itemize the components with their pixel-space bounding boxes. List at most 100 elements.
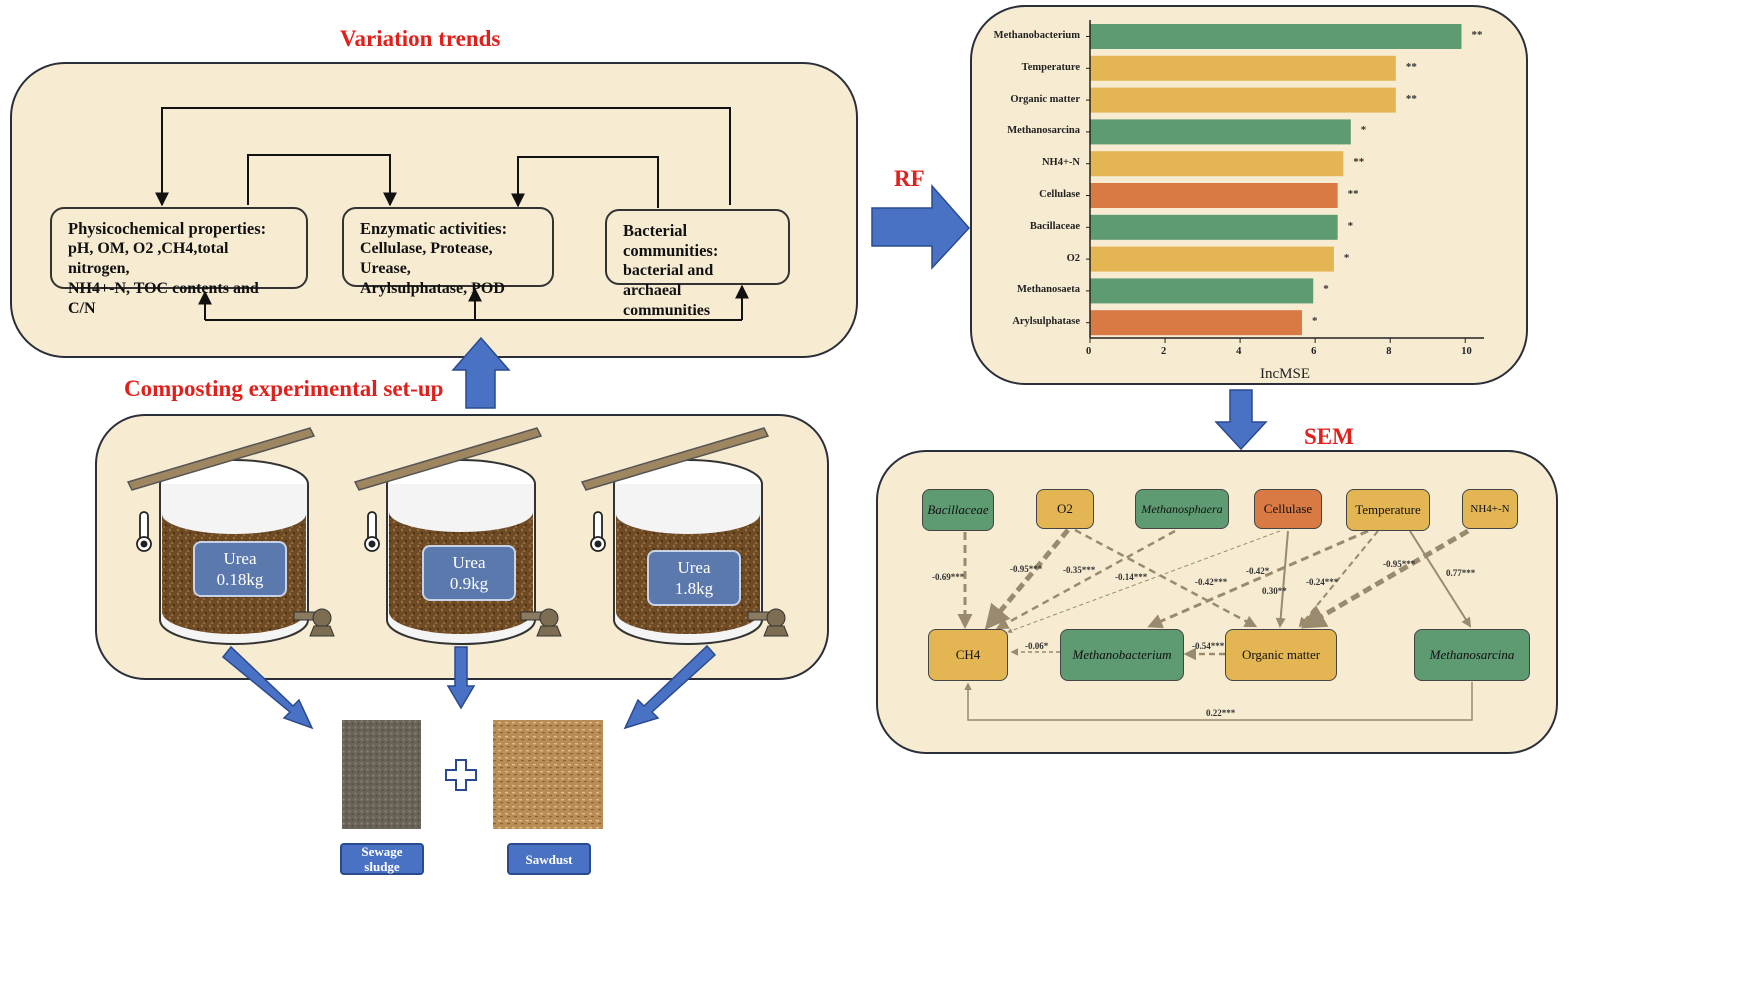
connector-bacteria-enzyme xyxy=(511,156,659,208)
rf-bar-9 xyxy=(1090,310,1303,336)
coef-mb-ch4: -0.06* xyxy=(1025,641,1049,651)
rf-category-label: Arylsulphatase xyxy=(1012,316,1080,328)
rf-significance-label: * xyxy=(1360,124,1367,137)
rf-category-label: O2 xyxy=(1066,252,1080,264)
path-temp-mb xyxy=(1147,529,1369,629)
bacteria-line2: bacterial and archaeal xyxy=(623,262,714,299)
thermometer-icon xyxy=(364,511,380,552)
coef-om-mb: -0.54*** xyxy=(1192,641,1225,651)
physico-line2: pH, OM, O2 ,CH4,total nitrogen, xyxy=(68,240,229,277)
rf-xlabel: IncMSE xyxy=(1260,366,1310,382)
sem-node-o2: O2 xyxy=(1036,489,1094,529)
coef-temp-ms: 0.77*** xyxy=(1446,568,1476,578)
rf-xtick-label: 4 xyxy=(1236,346,1242,357)
path-nh4-om xyxy=(1300,528,1470,629)
rf-category-label: Bacillaceae xyxy=(1029,220,1080,232)
rf-xtick-label: 8 xyxy=(1386,346,1392,357)
bacterial-box: Bacterial communities: bacterial and arc… xyxy=(605,209,790,319)
sawdust-image xyxy=(493,720,603,829)
sem-node-methanobacterium: Methanobacterium xyxy=(1060,629,1184,681)
variation-trends-title: Variation trends xyxy=(340,26,501,51)
rf-significance-label: * xyxy=(1347,219,1354,232)
rf-significance-label: ** xyxy=(1471,29,1483,41)
rf-category-label: Temperature xyxy=(1021,61,1080,73)
thermometer-icon xyxy=(590,511,606,552)
sem-node-bacillaceae: Bacillaceae xyxy=(922,489,994,531)
enzyme-line2: Cellulase, Protease, Urease, xyxy=(360,240,493,277)
rf-category-label: Methanosaeta xyxy=(1017,284,1080,296)
rf-to-sem-arrow xyxy=(1214,389,1268,451)
sawdust-label: Sawdust xyxy=(507,843,591,875)
path-o2-om xyxy=(1074,528,1258,628)
path-cel-om xyxy=(1275,530,1289,628)
sem-node-temperature: Temperature xyxy=(1346,489,1430,531)
rf-category-label: Organic matter xyxy=(1010,93,1080,105)
path-msph-ch4 xyxy=(995,529,1176,630)
plus-icon xyxy=(445,759,477,791)
sewage-sludge-label: Sewage sludge xyxy=(340,843,424,875)
rf-bar-8 xyxy=(1090,278,1314,304)
coef-msph-ch4: -0.35*** xyxy=(1063,565,1096,575)
reactor1-arrow xyxy=(221,645,314,730)
rf-bar-4 xyxy=(1090,151,1344,177)
up-arrow xyxy=(451,336,511,409)
rf-bar-2 xyxy=(1090,87,1396,113)
rf-xtick-label: 10 xyxy=(1461,346,1472,357)
coef-o2-ch4: -0.95*** xyxy=(1010,564,1043,574)
rf-xtick-label: 0 xyxy=(1086,346,1092,357)
enzyme-line3: Arylsulphatase, POD xyxy=(360,280,505,297)
coef-nh4-om: -0.95*** xyxy=(1383,559,1416,569)
coef-ms-ch4: 0.22*** xyxy=(1206,708,1236,718)
rf-category-label: NH4+-N xyxy=(1041,157,1080,169)
rf-significance-label: ** xyxy=(1405,60,1417,73)
path-cel-ch4 xyxy=(1007,530,1281,633)
sem-title: SEM xyxy=(1304,424,1354,449)
physicochemical-box: Physicochemical properties: pH, OM, O2 ,… xyxy=(50,207,308,317)
sem-node-nh4: NH4+-N xyxy=(1462,489,1518,529)
rf-significance-label: ** xyxy=(1405,92,1417,105)
rf-category-label: Cellulase xyxy=(1039,189,1080,200)
rf-category-label: Methanosarcina xyxy=(1007,125,1080,137)
connector-physico-enzyme xyxy=(247,154,397,207)
connector-physico-bacteria xyxy=(155,107,731,207)
reactor2-arrow xyxy=(446,646,476,710)
sem-node-organic-matter: Organic matter xyxy=(1225,629,1337,681)
rf-xtick-label: 2 xyxy=(1161,346,1167,357)
rf-bar-0 xyxy=(1090,24,1462,49)
sem-node-methanosarcina: Methanosarcina xyxy=(1414,629,1530,681)
rf-title: RF xyxy=(894,166,925,191)
rf-bar-5 xyxy=(1090,183,1338,208)
coef-cel-om: 0.30** xyxy=(1262,586,1287,596)
rf-significance-label: ** xyxy=(1347,188,1359,200)
coef-temp-mb: -0.42* xyxy=(1246,566,1270,576)
sem-node-cellulase: Cellulase xyxy=(1254,489,1322,529)
rf-significance-label: * xyxy=(1323,283,1329,296)
rf-significance-label: * xyxy=(1343,251,1350,264)
coef-o2-om: -0.42*** xyxy=(1195,577,1228,587)
path-temp-ms xyxy=(1409,530,1472,628)
rf-significance-label: * xyxy=(1312,315,1318,328)
coef-temp-om: -0.24*** xyxy=(1306,577,1339,587)
physico-line3: NH4+-N, TOC contents and C/N xyxy=(68,280,259,317)
sewage-sludge-image xyxy=(342,720,421,829)
rf-xtick-label: 6 xyxy=(1311,346,1317,357)
rf-category-label: Methanobacterium xyxy=(993,30,1080,41)
coef-cel-ch4: -0.14*** xyxy=(1115,572,1148,582)
rf-bar-6 xyxy=(1090,214,1338,240)
enzyme-line1: Enzymatic activities: xyxy=(360,219,508,238)
composting-setup-title: Composting experimental set-up xyxy=(124,376,444,401)
thermometer-icon xyxy=(136,511,152,552)
reactor3-arrow xyxy=(623,644,717,730)
rf-significance-label: ** xyxy=(1353,156,1365,169)
rf-bar-3 xyxy=(1090,119,1351,145)
sem-node-ch4: CH4 xyxy=(928,629,1008,681)
valve-icon xyxy=(747,608,789,637)
sem-node-methanosphaera: Methanosphaera xyxy=(1135,489,1229,529)
coef-bac-ch4: -0.69*** xyxy=(932,572,965,582)
bacteria-line1: Bacterial communities: xyxy=(623,221,719,260)
valve-icon xyxy=(520,608,562,637)
